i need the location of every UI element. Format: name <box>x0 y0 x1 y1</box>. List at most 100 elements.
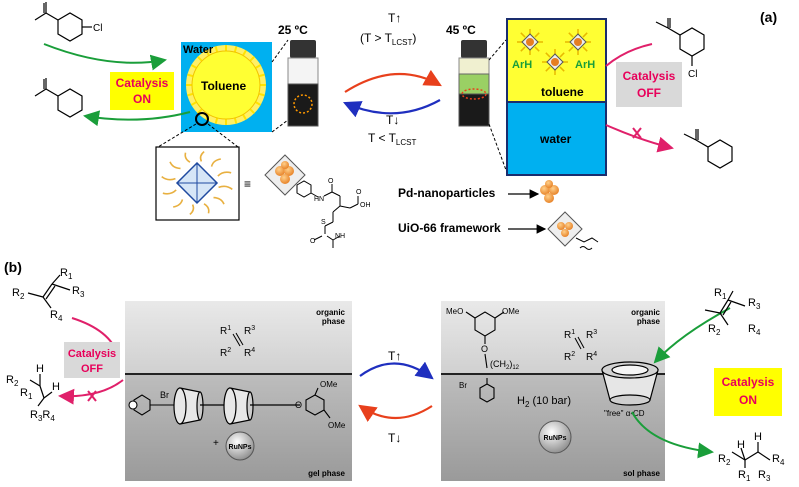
org-r1-right: R1 <box>564 329 575 341</box>
pd-mof-particles-top <box>517 29 591 75</box>
free-cyclodextrin <box>601 361 659 406</box>
magnify-circle <box>195 112 209 126</box>
octahedron-mof <box>175 161 219 205</box>
cooling-arrow <box>342 99 441 118</box>
b-r1-right: R1 <box>714 287 727 301</box>
ome-bottom-left: OMe <box>328 421 346 430</box>
catalysis-off-a-line2: OFF <box>637 86 661 100</box>
reactant-arrow-left <box>43 43 167 71</box>
panel-a-label: (a) <box>760 9 777 25</box>
blocked-arrow-a <box>605 124 674 153</box>
polymer-chain <box>161 176 176 181</box>
polymer-chain <box>199 151 205 162</box>
chloroacetophenone-left <box>34 2 92 42</box>
blocked-cross-a <box>632 127 642 139</box>
acetophenone-right <box>683 129 733 169</box>
zoom-vial-bottom <box>271 119 289 133</box>
b-r3-right: R3 <box>748 297 761 311</box>
struct-o-amide: O <box>310 238 316 245</box>
b-r2-prod-right: R2 <box>718 453 731 467</box>
org-r4-right: R4 <box>586 351 597 363</box>
org-r2-left: R2 <box>220 347 231 359</box>
b-r3-left: R3 <box>72 285 85 299</box>
cl-label-right: Cl <box>688 69 697 80</box>
catalysis-off-box-b <box>64 342 120 378</box>
toluene-micelle <box>186 45 266 125</box>
polymer-chain <box>169 161 181 170</box>
b-r4-left: R4 <box>50 309 63 323</box>
t-up-b: T↑ <box>388 349 401 363</box>
struct-o-top: O <box>328 178 334 185</box>
b-r34-prod-left: R3R4 <box>30 409 55 423</box>
org-r2-right: R2 <box>564 351 575 363</box>
cooling-arrow-b <box>358 404 433 422</box>
catalysis-off-a-line1: Catalysis <box>623 69 676 83</box>
cond-down: T < TLCST <box>368 131 416 147</box>
pd-mof-particle <box>542 49 568 75</box>
toluene-label: Toluene <box>201 79 246 93</box>
blocked-arrow-b <box>58 379 124 405</box>
o-right: O <box>481 344 488 354</box>
struct-o-acid: O <box>356 189 362 196</box>
catalysis-off-b-line1: Catalysis <box>68 348 116 360</box>
b-r2-left: R2 <box>12 287 25 301</box>
gel-phase-label: gel phase <box>308 469 345 478</box>
arh-label-2: ArH <box>575 59 595 71</box>
arh-label-1: ArH <box>512 59 532 71</box>
polymer-chains <box>161 151 233 215</box>
legend-uio-label: UiO-66 framework <box>398 221 501 235</box>
organic-label-left-1: organic <box>316 308 345 317</box>
polymer-chain <box>189 204 195 215</box>
struct-nh: NH <box>335 233 345 240</box>
polymer-chain <box>218 185 233 190</box>
pd-mof-particle <box>565 29 591 55</box>
runps-label-left: RuNPs <box>229 444 252 451</box>
h2-pressure: H2 (10 bar) <box>517 395 571 409</box>
b-r1b-prod-left: R1 <box>20 387 33 401</box>
temp-45: 45 ºC <box>446 23 476 37</box>
polymer-chain <box>217 171 232 177</box>
catalysis-on-b-line2: ON <box>739 393 757 407</box>
polymer-chain <box>162 189 177 195</box>
cl-label-left: Cl <box>93 23 102 34</box>
zoom-45-top <box>488 39 507 61</box>
runps-label-right: RuNPs <box>544 435 567 442</box>
zoom-45-bottom <box>488 123 507 171</box>
mof-pd-particle <box>264 154 306 196</box>
struct-hn: HN <box>314 196 324 203</box>
chloroacetophenone-right <box>655 18 705 66</box>
heating-arrow <box>344 69 442 93</box>
alkane-right <box>731 442 771 468</box>
plus-sign: + <box>213 438 219 449</box>
equiv-symbol: ≡ <box>244 177 251 191</box>
alkene-right <box>704 290 746 326</box>
struct-oh: OH <box>360 202 371 209</box>
dimethoxyphenyl-right <box>465 311 505 403</box>
br-right: Br <box>459 381 467 390</box>
legend-pd-label: Pd-nanoparticles <box>398 186 496 200</box>
polymer-chain <box>203 203 210 214</box>
vial-25c <box>287 40 319 127</box>
polymer-chain <box>210 158 221 167</box>
vial-45c <box>458 40 490 127</box>
organic-label-right-1: organic <box>631 308 660 317</box>
o-left: O <box>295 400 302 410</box>
alkene-left <box>27 274 71 309</box>
b-h-left: H <box>36 363 44 375</box>
temp-25: 25 ºC <box>278 23 308 37</box>
polymer-chain <box>213 196 225 205</box>
water-label: Water <box>183 44 214 56</box>
b-h2-left: H <box>52 381 60 393</box>
product-arrow-right-b <box>631 411 714 459</box>
t-down-b: T↓ <box>388 431 401 445</box>
catalysis-on-b-line1: Catalysis <box>722 375 775 389</box>
struct-s: S <box>321 219 326 226</box>
blocked-cross-b <box>87 390 97 402</box>
ch2-chain: (CH2)12 <box>490 359 520 371</box>
runps-left <box>225 431 255 461</box>
zoom-line-right <box>207 123 239 148</box>
ome-top-left: OMe <box>320 380 338 389</box>
runps-right <box>538 420 572 454</box>
b-r1-prod-left: R2 <box>6 374 19 388</box>
pd-mof-particle <box>517 29 543 55</box>
